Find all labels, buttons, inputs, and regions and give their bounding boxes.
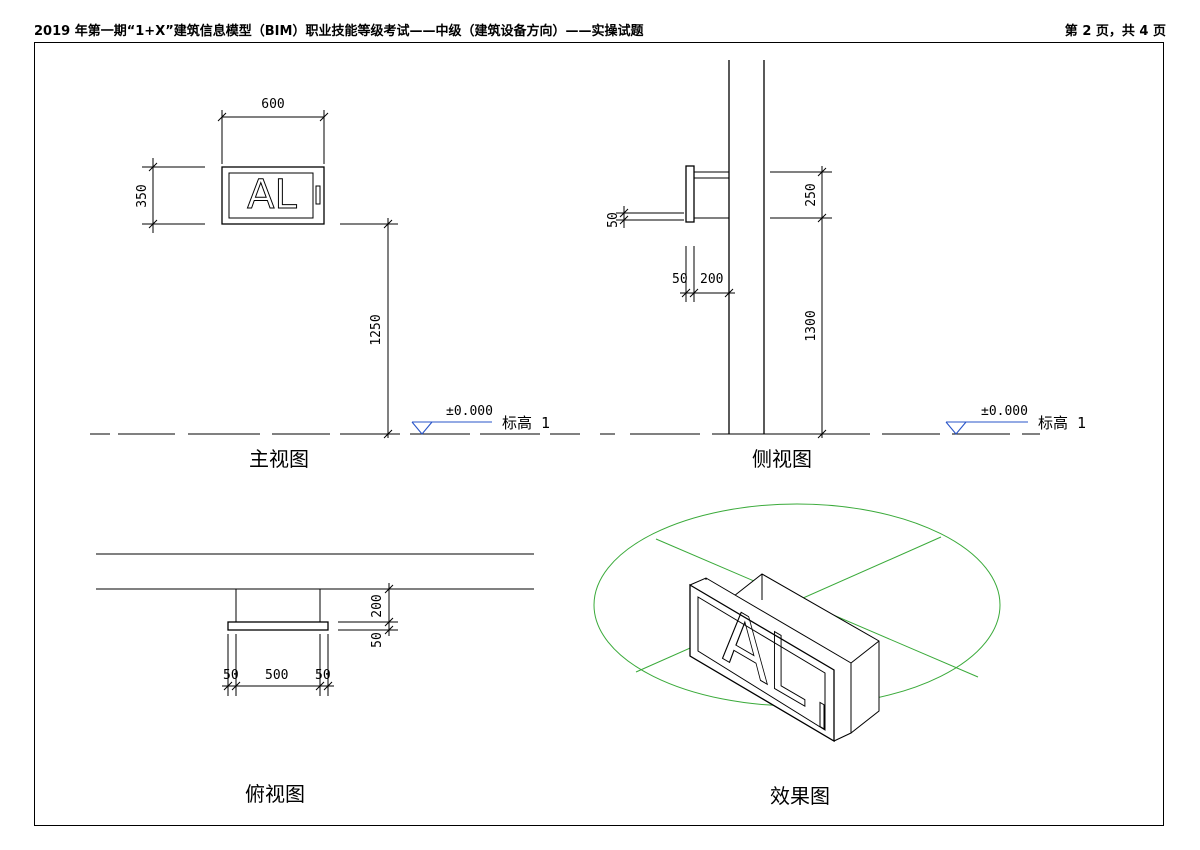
side-dim-depth-label: 200	[700, 272, 723, 287]
side-view: 250 1300 50 50 200 ±0.000 标高 1 侧视图	[600, 60, 1086, 471]
top-dim-depth	[338, 583, 398, 636]
front-panel-box	[221, 166, 325, 225]
side-level-marker	[945, 421, 1028, 435]
top-view: 200 50 50 500 50 俯视图	[96, 553, 534, 806]
side-dim-depth	[680, 246, 735, 302]
side-dim-thickness	[616, 206, 684, 228]
top-view-caption: 俯视图	[245, 782, 305, 806]
drawing-frame	[34, 42, 1164, 826]
front-dim-height	[142, 158, 205, 233]
iso-view: AL 效果图	[593, 503, 1001, 808]
side-dim-cover-label: 50	[672, 272, 688, 287]
side-view-caption: 侧视图	[752, 447, 812, 471]
side-dim-elevation-label: 1300	[804, 310, 819, 341]
side-wall	[728, 60, 765, 434]
front-view: AL 600 350 1250 ±0.000 标	[90, 97, 580, 471]
side-dim-top	[770, 166, 832, 439]
exam-header-title: 2019 年第一期“1+X”建筑信息模型（BIM）职业技能等级考试——中级（建筑…	[34, 24, 644, 39]
top-dim-right-label: 50	[315, 668, 331, 683]
side-dim-thickness-label: 50	[606, 212, 621, 228]
front-view-caption: 主视图	[249, 447, 309, 471]
front-dim-elevation-label: 1250	[369, 314, 384, 345]
iso-panel-box	[689, 573, 880, 743]
top-wall	[96, 553, 534, 590]
front-dim-elevation	[340, 218, 398, 439]
front-level-value: ±0.000	[446, 404, 493, 419]
top-dim-cover-label: 50	[370, 632, 385, 648]
top-panel-box	[227, 588, 329, 631]
side-dim-top-label: 250	[804, 183, 819, 206]
iso-view-caption: 效果图	[770, 784, 830, 808]
front-level-name: 标高 1	[502, 414, 550, 432]
side-panel-box	[685, 165, 730, 223]
front-dim-height-label: 350	[135, 184, 150, 207]
top-dim-depth-label: 200	[370, 594, 385, 617]
side-level-value: ±0.000	[981, 404, 1028, 419]
top-dim-left-label: 50	[223, 668, 239, 683]
page-number: 第 2 页，共 4 页	[1064, 24, 1166, 39]
front-panel-label: AL	[247, 172, 297, 218]
side-level-name: 标高 1	[1038, 414, 1086, 432]
top-dim-mid-label: 500	[265, 668, 288, 683]
front-level-marker	[411, 421, 492, 435]
front-dim-width-label: 600	[261, 97, 284, 112]
front-dim-width	[217, 110, 329, 164]
top-dim-width	[222, 634, 334, 696]
